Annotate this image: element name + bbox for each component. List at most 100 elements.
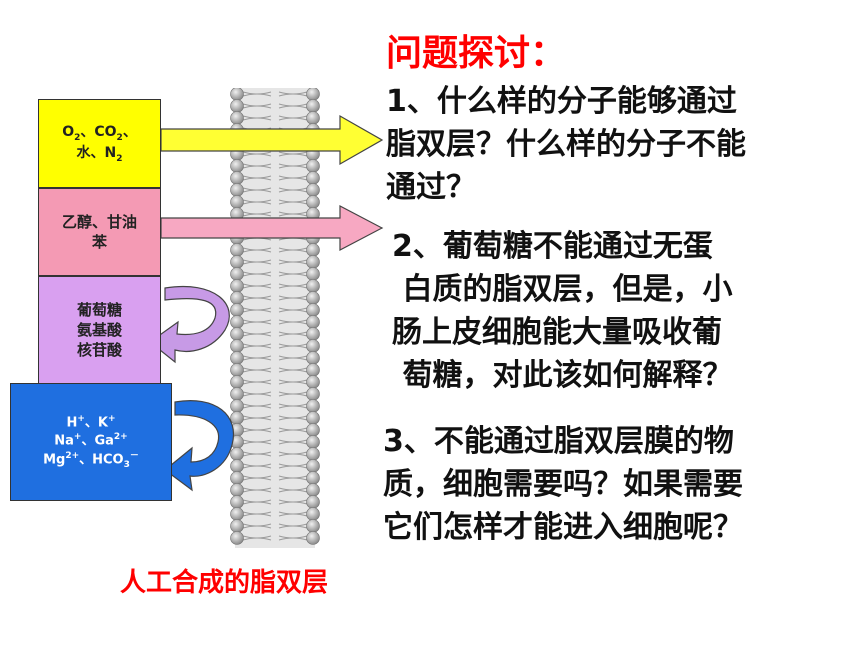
q2-line-1: 2、葡萄糖不能通过无蛋 [392,229,713,264]
q3-line-1: 3、不能通过脂双层膜的物 [383,424,734,459]
fatty-acid-tail [242,115,272,121]
fatty-acid-tail [242,403,272,409]
fatty-acid-tail [278,163,308,169]
fatty-acid-tail [242,307,272,313]
lipid-bilayer-membrane [230,88,320,548]
fatty-acid-tail [242,355,272,361]
fatty-acid-tail [242,259,272,265]
fatty-acid-tail [242,199,272,205]
ions-line-1: H+、K+ [66,413,116,430]
glucose-blocked-arrow [149,286,230,364]
fatty-acid-tail [242,451,272,457]
fatty-acid-tail [278,259,308,265]
fatty-acid-tail [278,343,308,349]
alcohol-pass-arrow [160,205,384,251]
glucose-line-2: 氨基酸 [76,320,122,339]
fatty-acid-tail [278,451,308,457]
fatty-acid-tail [278,439,308,445]
q3-line-3: 它们怎样才能进入细胞呢？ [383,510,743,545]
question-1: 1、什么样的分子能够通过 脂双层？什么样的分子不能 通过？ [386,80,846,209]
fatty-acid-tail [278,211,308,217]
fatty-acid-tail [242,295,272,301]
question-3: 3、不能通过脂双层膜的物 质，细胞需要吗？如果需要 它们怎样才能进入细胞呢？ [383,420,853,549]
fatty-acid-tail [242,523,272,529]
fatty-acid-tail [242,247,272,253]
glucose-line-3: 核苷酸 [76,341,122,360]
phospholipid-head [306,531,320,545]
fatty-acid-tail [242,319,272,325]
fatty-acid-tail [242,391,272,397]
slide-title: 问题探讨： [386,33,567,74]
fatty-acid-tail [242,175,272,181]
gas-line-1: O2、CO2、 [62,123,137,143]
fatty-acid-tail [242,535,272,541]
fatty-acid-tail [242,151,272,157]
small-molecules-box: O2、CO2、 水、N2 [38,99,161,188]
q1-line-2: 脂双层？什么样的分子不能 [386,127,746,162]
fatty-acid-tail [278,91,308,97]
lipid-soluble-box: 乙醇、甘油 苯 [38,188,161,276]
ions-blocked-arrow [164,400,234,492]
fatty-acid-tail [278,307,308,313]
fatty-acid-tail [278,115,308,121]
question-2: 2、葡萄糖不能通过无蛋 白质的脂双层，但是，小 肠上皮细胞能大量吸收葡 萄糖，对… [392,225,832,397]
fatty-acid-tail [278,271,308,277]
fatty-acid-tail [242,163,272,169]
fatty-acid-tail [278,415,308,421]
fatty-acid-tail [278,427,308,433]
q3-line-2: 质，细胞需要吗？如果需要 [383,467,743,502]
alcohol-line-1: 乙醇、甘油 [61,212,137,231]
fatty-acid-tail [278,151,308,157]
fatty-acid-tail [242,427,272,433]
fatty-acid-tail [242,415,272,421]
fatty-acid-tail [278,331,308,337]
fatty-acid-tail [242,511,272,517]
fatty-acid-tail [278,355,308,361]
fatty-acid-tail [242,379,272,385]
fatty-acid-tail [278,535,308,541]
fatty-acid-tail [242,367,272,373]
fatty-acid-tail [242,487,272,493]
q2-line-4: 萄糖，对此该如何解释？ [392,358,733,393]
q2-line-2: 白质的脂双层，但是，小 [392,272,733,307]
fatty-acid-tail [242,343,272,349]
fatty-acid-tail [278,499,308,505]
fatty-acid-tail [242,91,272,97]
fatty-acid-tail [242,187,272,193]
gas-line-2: 水、N2 [76,144,123,164]
fatty-acid-tail [278,463,308,469]
fatty-acid-tail [278,295,308,301]
fatty-acid-tail [278,475,308,481]
fatty-acid-tail [278,379,308,385]
fatty-acid-tail [278,103,308,109]
fatty-acid-tail [242,271,272,277]
gas-pass-arrow [160,114,384,166]
q1-line-1: 1、什么样的分子能够通过 [386,84,737,119]
fatty-acid-tail [278,367,308,373]
fatty-acid-tail [278,523,308,529]
fatty-acid-tail [278,403,308,409]
fatty-acid-tail [242,283,272,289]
fatty-acid-tail [278,283,308,289]
fatty-acid-tail [242,499,272,505]
fatty-acid-tail [278,187,308,193]
fatty-acid-tail [278,247,308,253]
q2-line-3: 肠上皮细胞能大量吸收葡 [392,315,722,350]
fatty-acid-tail [242,439,272,445]
glucose-line-1: 葡萄糖 [76,300,122,319]
alcohol-line-2: 苯 [91,233,107,251]
fatty-acid-tail [242,103,272,109]
fatty-acid-tail [278,199,308,205]
fatty-acid-tail [242,211,272,217]
fatty-acid-tail [278,319,308,325]
polar-molecules-box: 葡萄糖 氨基酸 核苷酸 [38,276,161,384]
fatty-acid-tail [278,175,308,181]
ions-line-2: Na+、Ga2+ [54,432,128,449]
fatty-acid-tail [278,511,308,517]
fatty-acid-tail [278,487,308,493]
ions-box: H+、K+ Na+、Ga2+ Mg2+、HCO3－ [10,383,172,501]
ions-line-3: Mg2+、HCO3－ [43,451,139,471]
phospholipid-head [230,531,244,545]
fatty-acid-tail [242,463,272,469]
